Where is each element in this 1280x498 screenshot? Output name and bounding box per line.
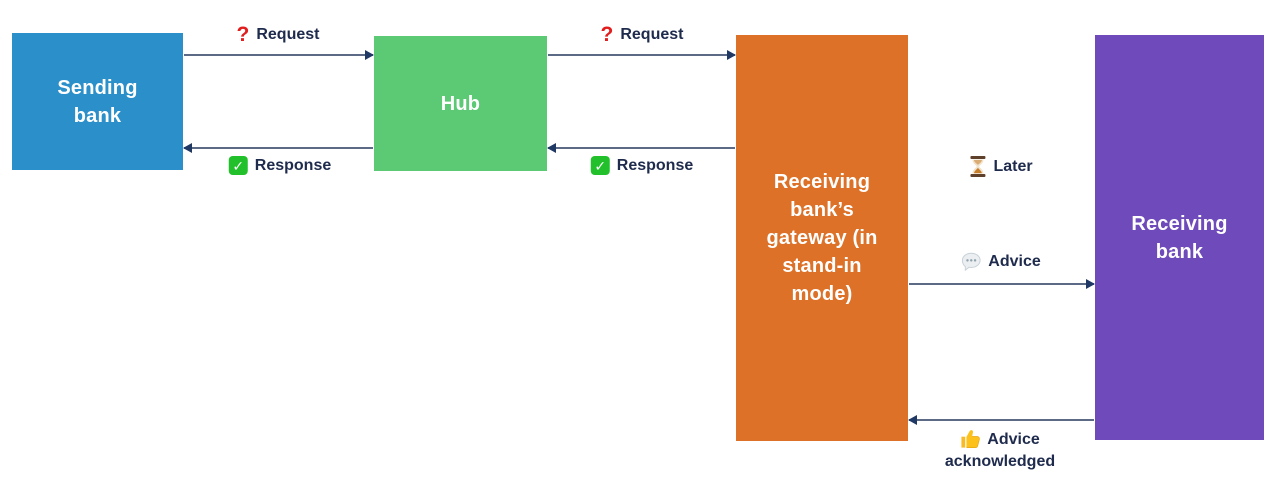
- label-response-1: ✓ Response: [228, 156, 332, 175]
- box-sending-bank-label: Sending bank: [57, 76, 138, 127]
- label-response-1-text: Response: [254, 156, 332, 174]
- arrow-response-gateway-to-hub: [547, 143, 735, 153]
- speech-balloon-icon: [961, 252, 981, 271]
- arrow-response-hub-to-sending: [183, 143, 373, 153]
- hourglass-icon: [969, 156, 986, 177]
- label-request-2-text: Request: [620, 25, 684, 43]
- label-request-1: ? Request: [237, 24, 320, 45]
- label-request-2: ? Request: [601, 24, 684, 45]
- red-question-icon: ?: [236, 23, 250, 46]
- box-hub: Hub: [374, 36, 547, 171]
- arrowhead-left-icon: [183, 143, 192, 153]
- label-response-2: ✓ Response: [590, 156, 694, 175]
- box-hub-label: Hub: [440, 92, 481, 115]
- green-check-icon: ✓: [590, 156, 610, 175]
- thumbs-up-icon: [960, 428, 982, 449]
- label-response-2-text: Response: [616, 156, 694, 174]
- box-receiving-bank: Receiving bank: [1095, 35, 1264, 440]
- arrow-request-hub-to-gateway: [548, 50, 736, 60]
- label-advice: Advice: [961, 252, 1041, 271]
- label-advice-acknowledged: Advice acknowledged: [924, 428, 1076, 474]
- box-receiving-bank-label: Receiving bank: [1131, 212, 1228, 263]
- label-advice-text: Advice: [988, 252, 1041, 270]
- green-check-icon: ✓: [228, 156, 248, 175]
- red-question-icon: ?: [600, 23, 614, 46]
- arrowhead-left-icon: [547, 143, 556, 153]
- label-advice-acknowledged-text: Advice acknowledged: [944, 431, 1056, 471]
- arrowhead-right-icon: [1086, 279, 1095, 289]
- arrow-request-sending-to-hub: [184, 50, 374, 60]
- arrow-advice-gateway-to-receiving: [909, 279, 1095, 289]
- box-sending-bank: Sending bank: [12, 33, 183, 170]
- arrowhead-left-icon: [908, 415, 917, 425]
- label-later: Later: [969, 156, 1033, 177]
- box-receiving-bank-gateway: Receiving bank’s gateway (in stand-in mo…: [736, 35, 908, 441]
- label-later-text: Later: [993, 157, 1033, 175]
- arrow-advice-ack-receiving-to-gateway: [908, 415, 1094, 425]
- arrowhead-right-icon: [727, 50, 736, 60]
- arrowhead-right-icon: [365, 50, 374, 60]
- label-request-1-text: Request: [256, 25, 320, 43]
- box-receiving-bank-gateway-label: Receiving bank’s gateway (in stand-in mo…: [766, 171, 878, 305]
